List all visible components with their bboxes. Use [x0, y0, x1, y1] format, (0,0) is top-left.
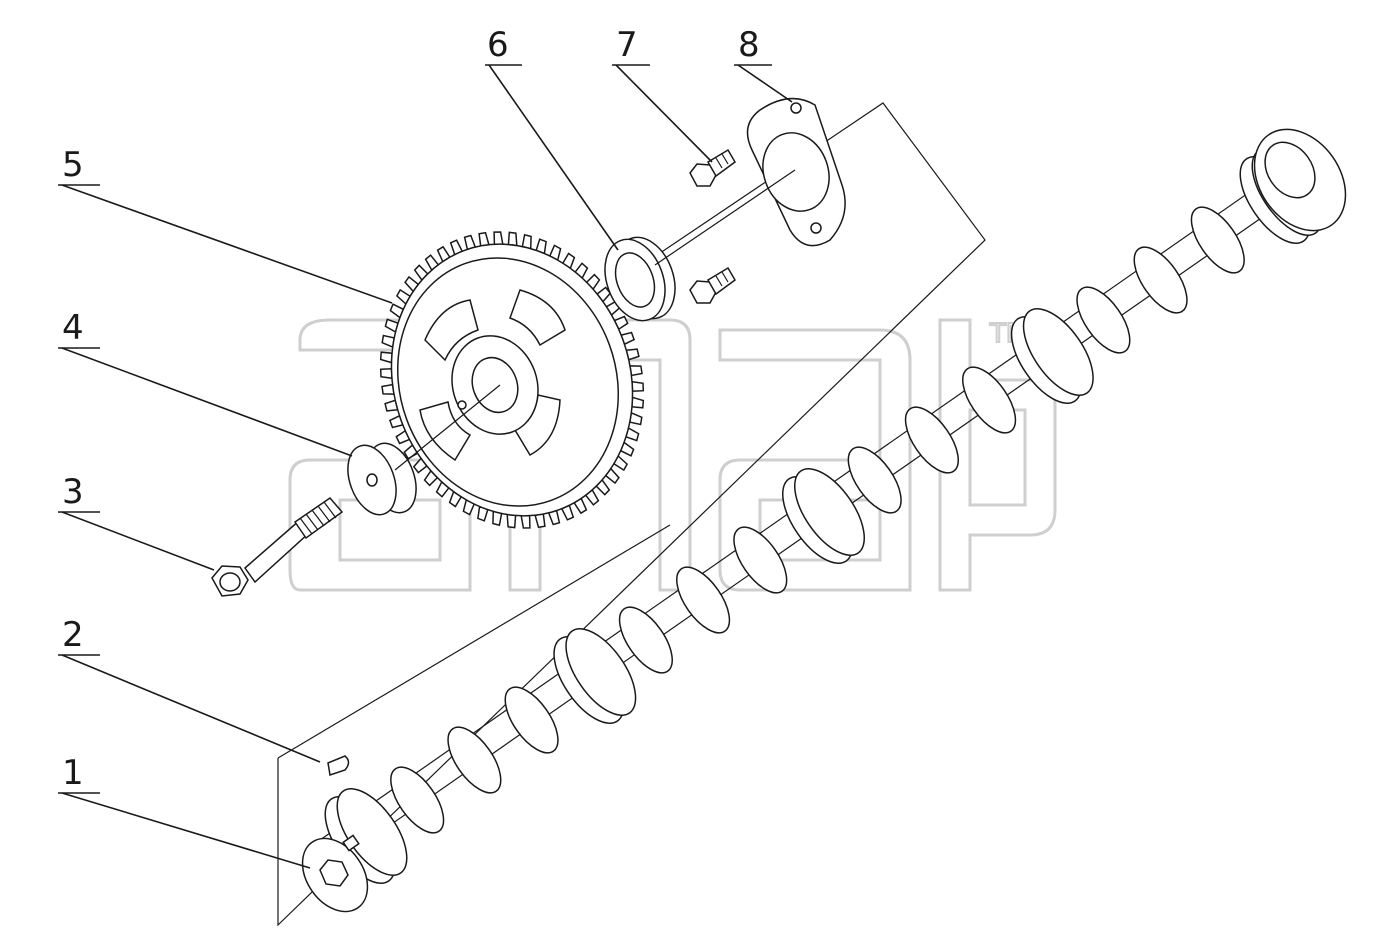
camshaft-lobe — [1076, 286, 1131, 354]
assembly-axis — [394, 169, 796, 471]
camshaft-lobe — [676, 566, 731, 634]
camshaft-journal-face — [565, 628, 637, 716]
camshaft-gear — [379, 231, 645, 529]
key — [327, 755, 350, 776]
leader-7 — [615, 64, 713, 163]
callout-1: 1 — [62, 753, 84, 793]
camshaft-lobe — [962, 366, 1017, 434]
bolt — [211, 497, 344, 597]
gear-tooth — [379, 368, 393, 380]
gear-tooth — [506, 513, 517, 529]
camshaft-lobe — [733, 526, 788, 594]
camshaft-lobe — [390, 766, 445, 834]
gear-tooth — [478, 231, 490, 247]
camshaft-lobe — [847, 446, 902, 514]
leader-1 — [61, 792, 311, 869]
gear-tooth — [507, 231, 518, 247]
gear-tooth — [631, 396, 645, 409]
camshaft — [301, 128, 1347, 913]
gear-tooth — [631, 380, 645, 392]
leader-8 — [737, 64, 793, 103]
callout-2: 2 — [62, 615, 84, 655]
gear-tooth — [493, 231, 504, 246]
camshaft-lobe — [447, 726, 502, 794]
callout-3: 3 — [62, 472, 84, 512]
callout-5: 5 — [62, 145, 84, 185]
leader-3 — [61, 511, 215, 571]
leader-4 — [61, 347, 353, 457]
hex-socket — [319, 859, 349, 887]
thrust-plate — [746, 97, 846, 247]
camshaft-lobe — [904, 406, 959, 474]
camshaft-lobe — [1190, 206, 1245, 274]
camshaft-lobe — [1133, 246, 1188, 314]
leader-2 — [61, 654, 321, 763]
camshaft-lobe — [618, 606, 673, 674]
gear-tooth — [520, 514, 531, 529]
flange-bolt — [689, 148, 736, 304]
gear-tooth — [379, 351, 393, 364]
leader-5 — [61, 184, 393, 304]
camshaft-journal-face — [1022, 308, 1094, 396]
callouts: 1 2 3 4 5 6 7 8 — [58, 25, 793, 869]
callout-4: 4 — [62, 308, 84, 348]
callout-8: 8 — [738, 25, 760, 65]
leader-6 — [488, 64, 619, 251]
spacer-ring — [604, 236, 676, 322]
camshaft-journal-face — [793, 468, 866, 556]
gear-tooth — [534, 513, 546, 529]
camshaft-lobe — [504, 686, 559, 754]
callout-6: 6 — [487, 25, 509, 65]
washer — [347, 442, 417, 516]
callout-7: 7 — [616, 25, 638, 65]
